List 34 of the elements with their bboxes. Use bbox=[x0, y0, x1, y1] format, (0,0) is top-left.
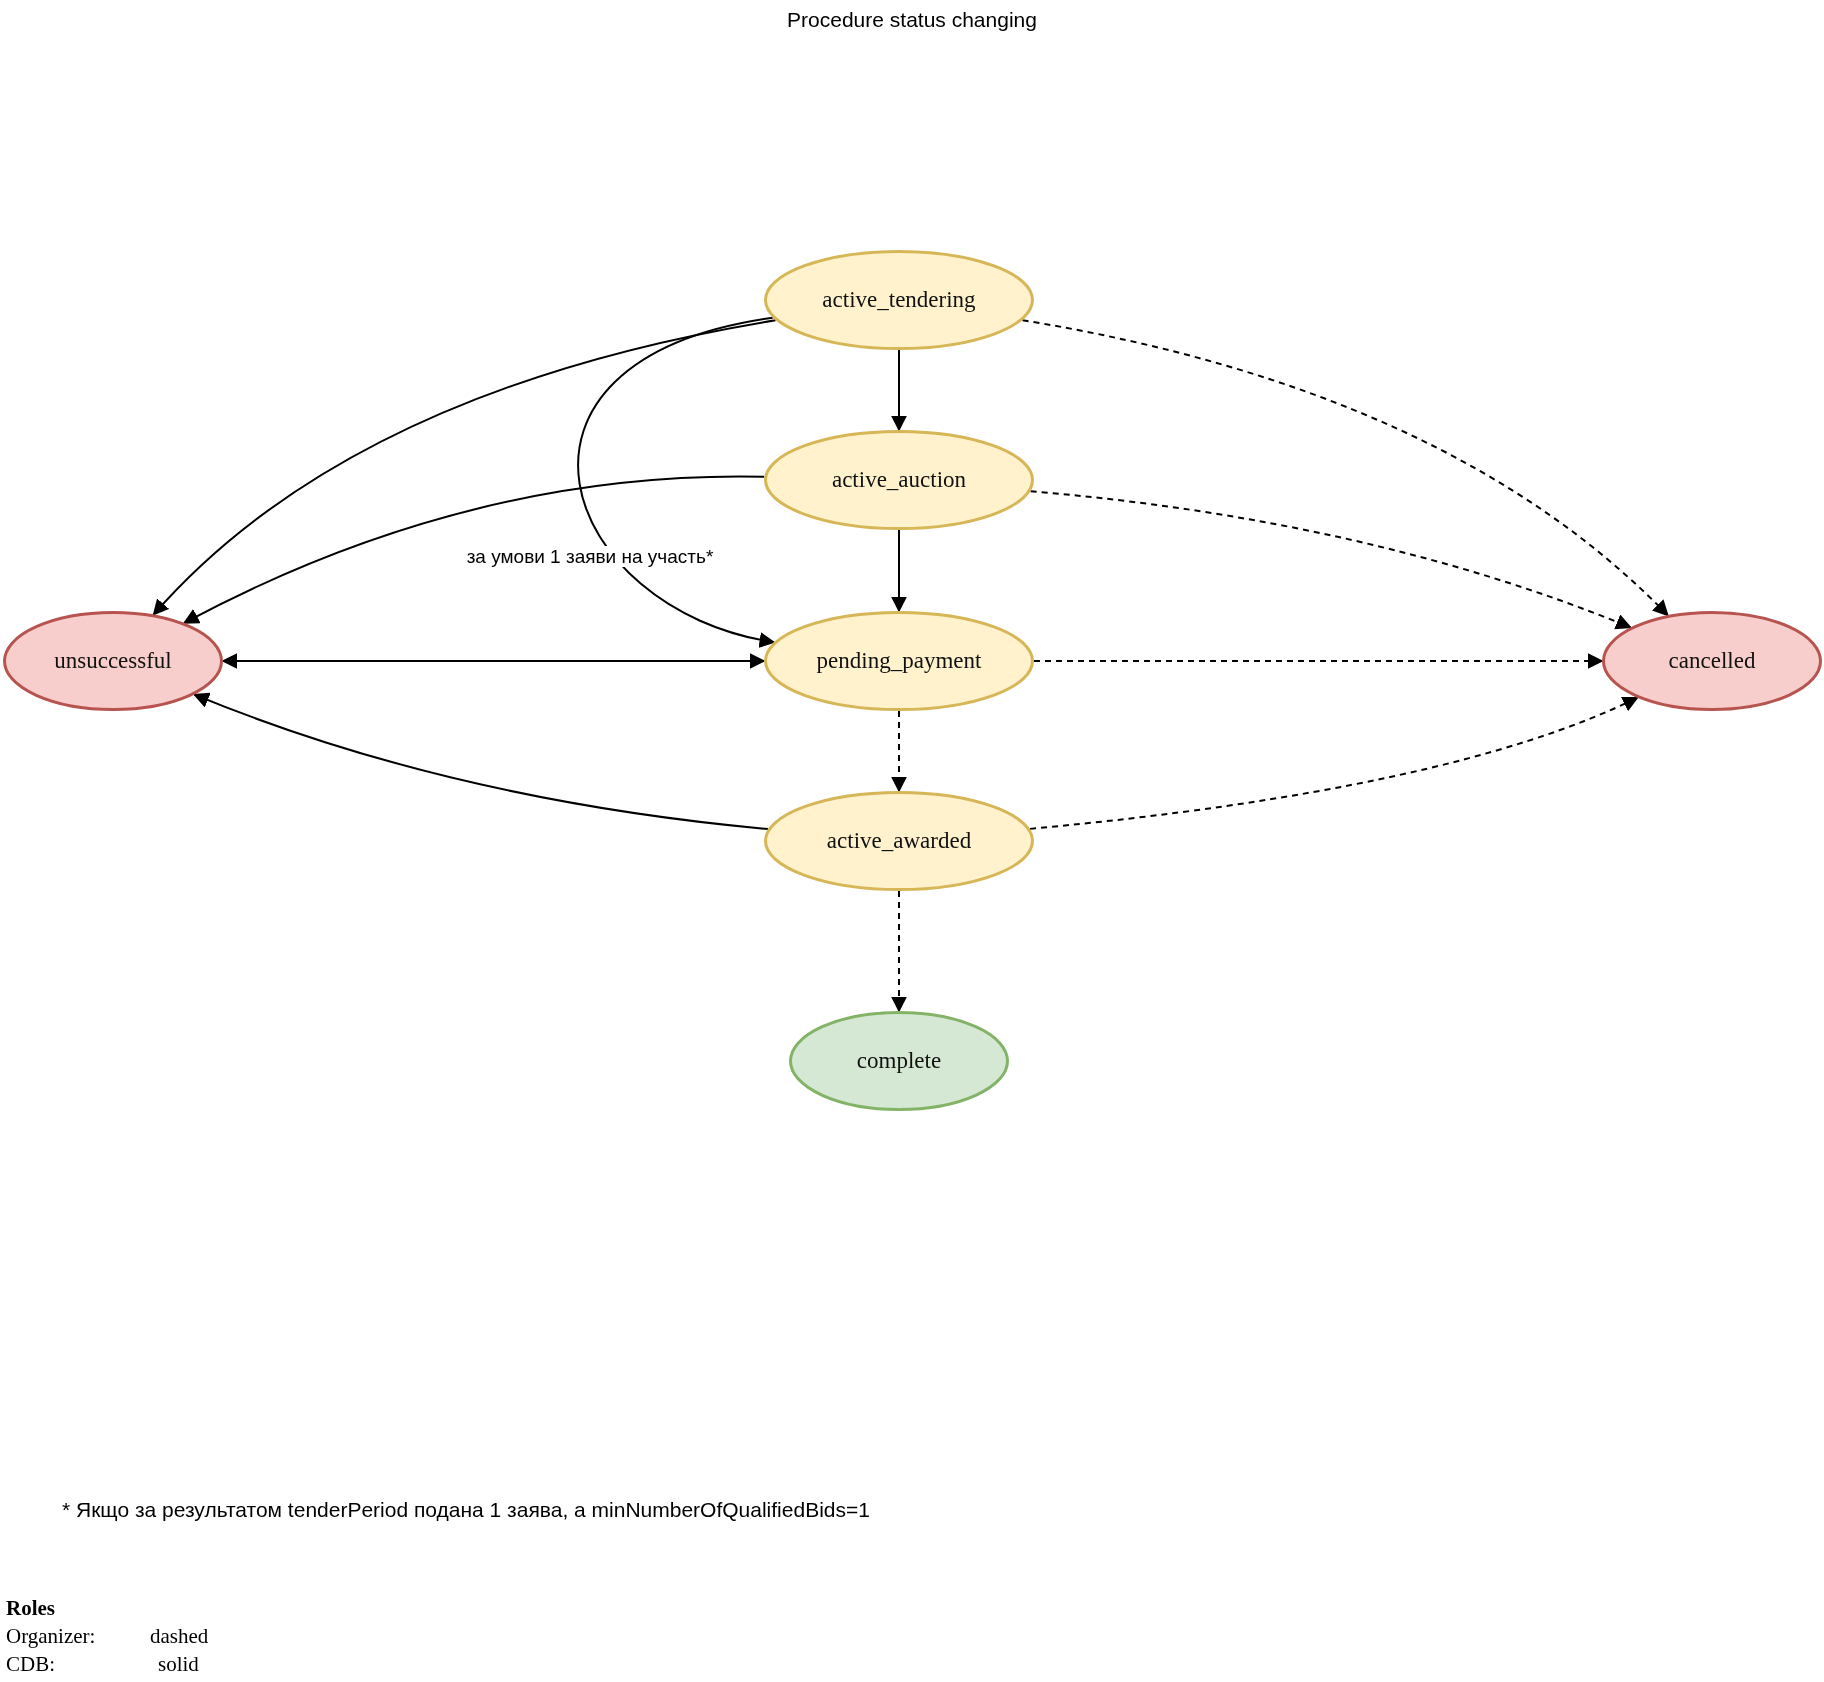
status-ellipse bbox=[764, 250, 1034, 350]
transition-arrow bbox=[221, 653, 766, 669]
transition-arrow bbox=[1029, 490, 1632, 630]
transition-arrow bbox=[891, 349, 907, 432]
transition-arrow bbox=[1033, 653, 1604, 669]
diagram-title: Procedure status changing bbox=[787, 8, 1037, 31]
transition-arrow bbox=[891, 710, 907, 793]
status-name: pending_payment bbox=[816, 648, 982, 674]
transition-arrow bbox=[1028, 696, 1639, 830]
line-style-name: dashed bbox=[150, 1624, 209, 1649]
status-name: active_tendering bbox=[822, 287, 976, 313]
status-ellipse bbox=[789, 1011, 1009, 1111]
status-ellipse bbox=[764, 791, 1034, 891]
role-name: CDB: bbox=[6, 1652, 55, 1677]
transition-arrow bbox=[1021, 319, 1669, 617]
transition-arrow bbox=[182, 475, 766, 624]
legend-heading: Roles bbox=[6, 1596, 55, 1621]
status-name: cancelled bbox=[1668, 648, 1756, 674]
status-ellipse bbox=[764, 430, 1034, 530]
status-name: active_awarded bbox=[826, 828, 972, 854]
transition-arrow bbox=[152, 319, 777, 616]
status-name: complete bbox=[856, 1048, 942, 1074]
role-name: Organizer: bbox=[6, 1624, 96, 1649]
status-name: active_auction bbox=[831, 467, 967, 493]
status-ellipse bbox=[3, 611, 223, 711]
status-name: unsuccessful bbox=[54, 648, 172, 674]
transition-arrow bbox=[891, 529, 907, 613]
line-style-name: solid bbox=[158, 1652, 199, 1677]
transition-arrow bbox=[192, 692, 769, 831]
transition-arrow bbox=[578, 316, 776, 647]
status-ellipse bbox=[1602, 611, 1822, 711]
footnote: * Якщо за результатом tenderPeriod подана 1 заява, а minNumberOfQualifiedBids=1 bbox=[62, 1498, 870, 1522]
transition-arrow bbox=[891, 890, 907, 1013]
status-ellipse bbox=[764, 611, 1034, 711]
